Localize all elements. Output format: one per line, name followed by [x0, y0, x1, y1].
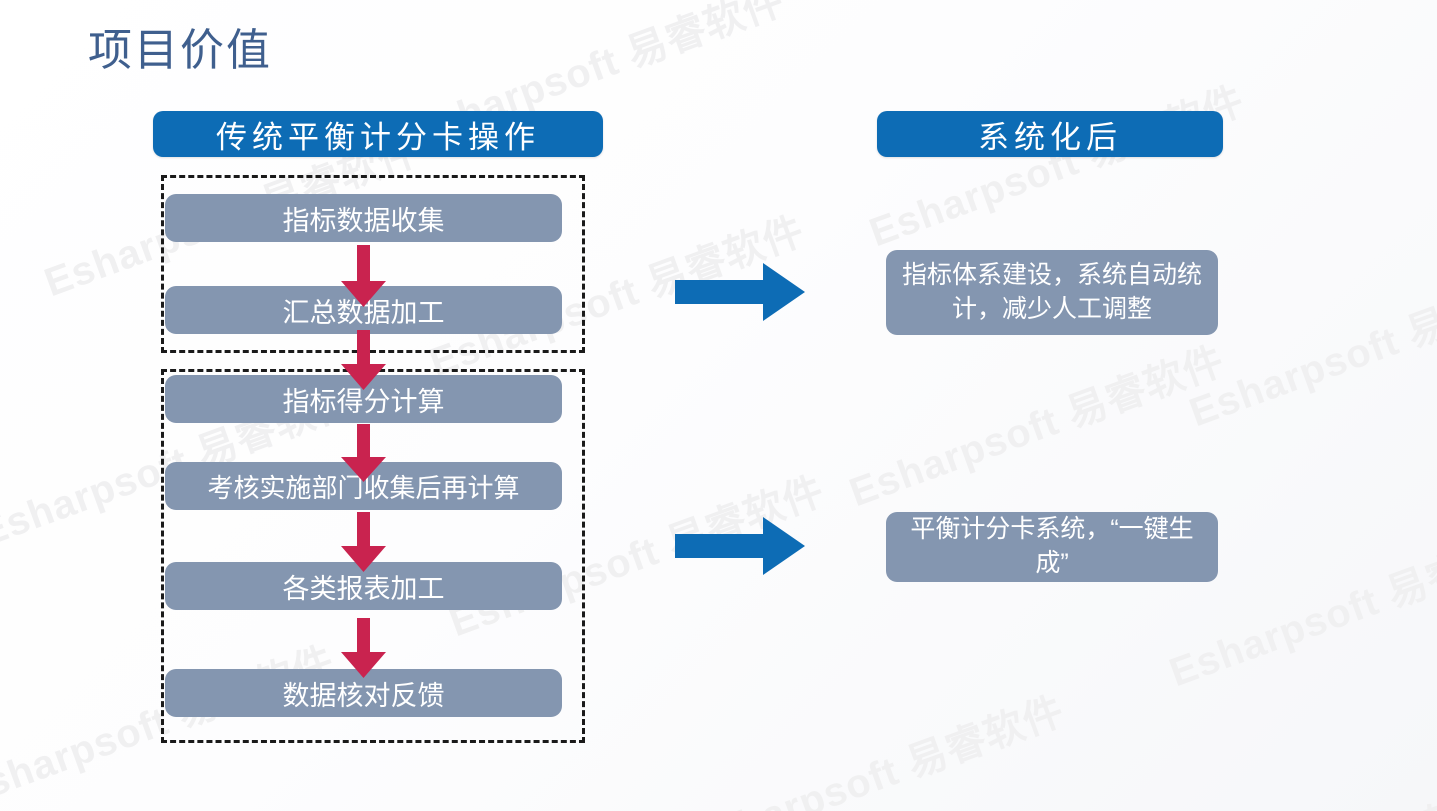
result-box-indicator-system[interactable]: 指标体系建设，系统自动统计，减少人工调整: [886, 250, 1218, 335]
result-box-one-click-generation[interactable]: 平衡计分卡系统，“一键生成”: [886, 512, 1218, 582]
down-arrow-icon: [341, 245, 386, 307]
process-box-data-verification-feedback[interactable]: 数据核对反馈: [165, 669, 562, 717]
right-arrow-icon: [675, 517, 805, 575]
down-arrow-icon: [341, 330, 386, 390]
down-arrow-icon: [341, 424, 386, 482]
left-column-header: 传统平衡计分卡操作: [153, 111, 603, 157]
process-box-indicator-data-collection[interactable]: 指标数据收集: [165, 194, 562, 242]
watermark-text: Esharpsoft 易睿软件: [1183, 258, 1437, 436]
watermark-text: Esharpsoft 易睿软件: [1120, 768, 1437, 811]
down-arrow-icon: [341, 512, 386, 572]
right-column-header: 系统化后: [877, 111, 1223, 157]
watermark-text: Esharpsoft 易睿软件: [863, 78, 1251, 256]
down-arrow-icon: [341, 618, 386, 678]
dashed-group-data-collection: [161, 175, 585, 353]
page-title: 项目价值: [88, 26, 272, 75]
watermark-text: Esharpsoft 易睿软件: [843, 338, 1231, 516]
right-arrow-icon: [675, 263, 805, 321]
watermark-text: Esharpsoft 易睿软件: [683, 688, 1071, 811]
